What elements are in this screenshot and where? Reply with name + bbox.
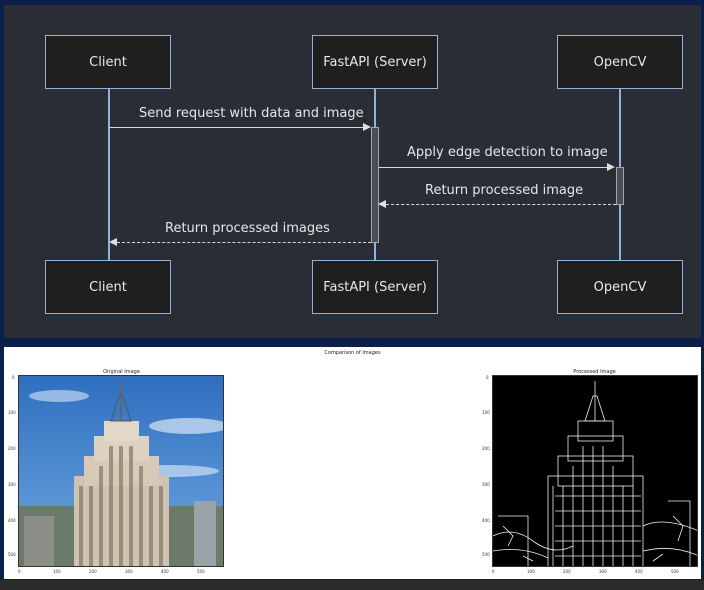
left-xtick-0: 0	[18, 569, 21, 574]
arrowhead-edge-detection	[607, 163, 615, 171]
message-line-send-request	[109, 127, 364, 128]
left-xtick-4: 400	[161, 569, 169, 574]
actor-server-bottom: FastAPI (Server)	[312, 260, 438, 314]
right-xtick-3: 300	[599, 569, 607, 574]
building-photo-icon	[19, 376, 223, 566]
left-xtick-3: 300	[125, 569, 133, 574]
right-xtick-2: 200	[563, 569, 571, 574]
message-line-edge-detection	[379, 167, 608, 168]
activation-server	[371, 127, 379, 243]
message-label-return-images: Return processed images	[165, 221, 330, 236]
arrowhead-return-images	[109, 238, 117, 246]
right-ytick-4: 400	[482, 518, 490, 523]
processed-image-title: Processed Image	[573, 369, 616, 375]
left-ytick-2: 200	[8, 446, 16, 451]
message-label-send-request: Send request with data and image	[139, 106, 364, 121]
actor-opencv-bottom: OpenCV	[557, 260, 683, 314]
processed-image	[492, 375, 698, 567]
right-ytick-5: 500	[482, 552, 490, 557]
message-label-edge-detection: Apply edge detection to image	[407, 145, 608, 160]
right-xtick-0: 0	[492, 569, 495, 574]
activation-opencv	[616, 167, 624, 205]
arrowhead-send-request	[363, 123, 371, 131]
left-xtick-1: 100	[53, 569, 61, 574]
right-xtick-4: 400	[635, 569, 643, 574]
edge-map-icon	[493, 376, 697, 566]
right-ytick-0: 0	[486, 375, 489, 380]
original-image-title: Original Image	[103, 369, 140, 375]
right-ytick-1: 100	[482, 410, 490, 415]
left-ytick-1: 100	[8, 410, 16, 415]
left-ytick-4: 400	[8, 518, 16, 523]
left-xtick-5: 500	[197, 569, 205, 574]
image-comparison-panel: Comparison of Images Original Image	[4, 347, 701, 579]
figure-title: Comparison of Images	[324, 350, 381, 356]
right-xtick-5: 500	[671, 569, 679, 574]
actor-opencv-top: OpenCV	[557, 35, 683, 89]
left-ytick-3: 300	[8, 482, 16, 487]
message-line-return-image	[386, 204, 616, 205]
message-line-return-images	[117, 242, 371, 243]
left-ytick-5: 500	[8, 552, 16, 557]
bottom-strip	[0, 580, 704, 590]
message-label-return-image: Return processed image	[425, 183, 584, 198]
actor-client-top: Client	[45, 35, 171, 89]
lifeline-client	[108, 89, 110, 261]
right-xtick-1: 100	[527, 569, 535, 574]
actor-client-bottom: Client	[45, 260, 171, 314]
right-ytick-3: 300	[482, 482, 490, 487]
left-xtick-2: 200	[89, 569, 97, 574]
left-ytick-0: 0	[12, 375, 15, 380]
arrowhead-return-image	[378, 200, 386, 208]
right-ytick-2: 200	[482, 446, 490, 451]
actor-server-top: FastAPI (Server)	[312, 35, 438, 89]
original-image	[18, 375, 224, 567]
